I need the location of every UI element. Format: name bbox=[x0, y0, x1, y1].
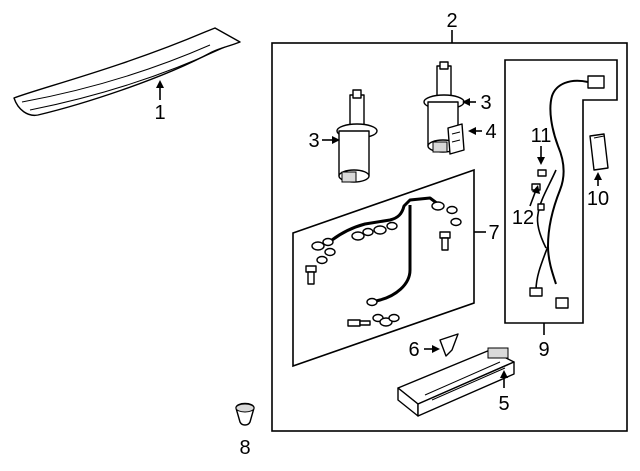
bolt-right bbox=[439, 231, 451, 251]
strut-part-3-left bbox=[336, 89, 378, 183]
callout-1: 1 bbox=[154, 102, 165, 124]
arrow-6 bbox=[432, 345, 440, 353]
bolt-left bbox=[305, 265, 317, 285]
callout-11: 11 bbox=[531, 125, 552, 147]
callout-7: 7 bbox=[488, 222, 499, 244]
arrow-5 bbox=[500, 370, 508, 378]
arrow-4 bbox=[468, 127, 476, 135]
hydraulic-lines bbox=[311, 196, 462, 327]
hose-kit-box-7 bbox=[292, 168, 475, 368]
bracket-part-4 bbox=[447, 123, 465, 155]
callout-8: 8 bbox=[239, 437, 250, 459]
callout-12: 12 bbox=[512, 207, 534, 229]
arrow-1 bbox=[156, 80, 164, 88]
callout-2: 2 bbox=[446, 10, 457, 32]
arrow-3b bbox=[462, 98, 470, 106]
callout-5: 5 bbox=[498, 393, 509, 415]
callout-4: 4 bbox=[485, 121, 496, 143]
bolt-bottom bbox=[347, 319, 371, 327]
spoiler-part-1 bbox=[13, 27, 241, 117]
callout-3-right: 3 bbox=[480, 92, 491, 114]
arrow-11 bbox=[537, 157, 545, 165]
callout-9: 9 bbox=[538, 339, 549, 361]
arrow-12 bbox=[532, 185, 540, 194]
callout-6: 6 bbox=[408, 339, 419, 361]
wiring-harness bbox=[529, 75, 605, 309]
bumper-part-8 bbox=[235, 402, 255, 426]
bracket-part-6 bbox=[439, 333, 459, 357]
arrow-3a bbox=[332, 136, 340, 144]
harness-box-9 bbox=[504, 59, 618, 324]
callout-3-left: 3 bbox=[308, 130, 319, 152]
module-part-10 bbox=[589, 133, 609, 171]
arrow-10 bbox=[594, 172, 602, 180]
assembly-box-2 bbox=[271, 42, 628, 432]
callout-10: 10 bbox=[587, 188, 609, 210]
pump-part-5 bbox=[397, 347, 515, 417]
